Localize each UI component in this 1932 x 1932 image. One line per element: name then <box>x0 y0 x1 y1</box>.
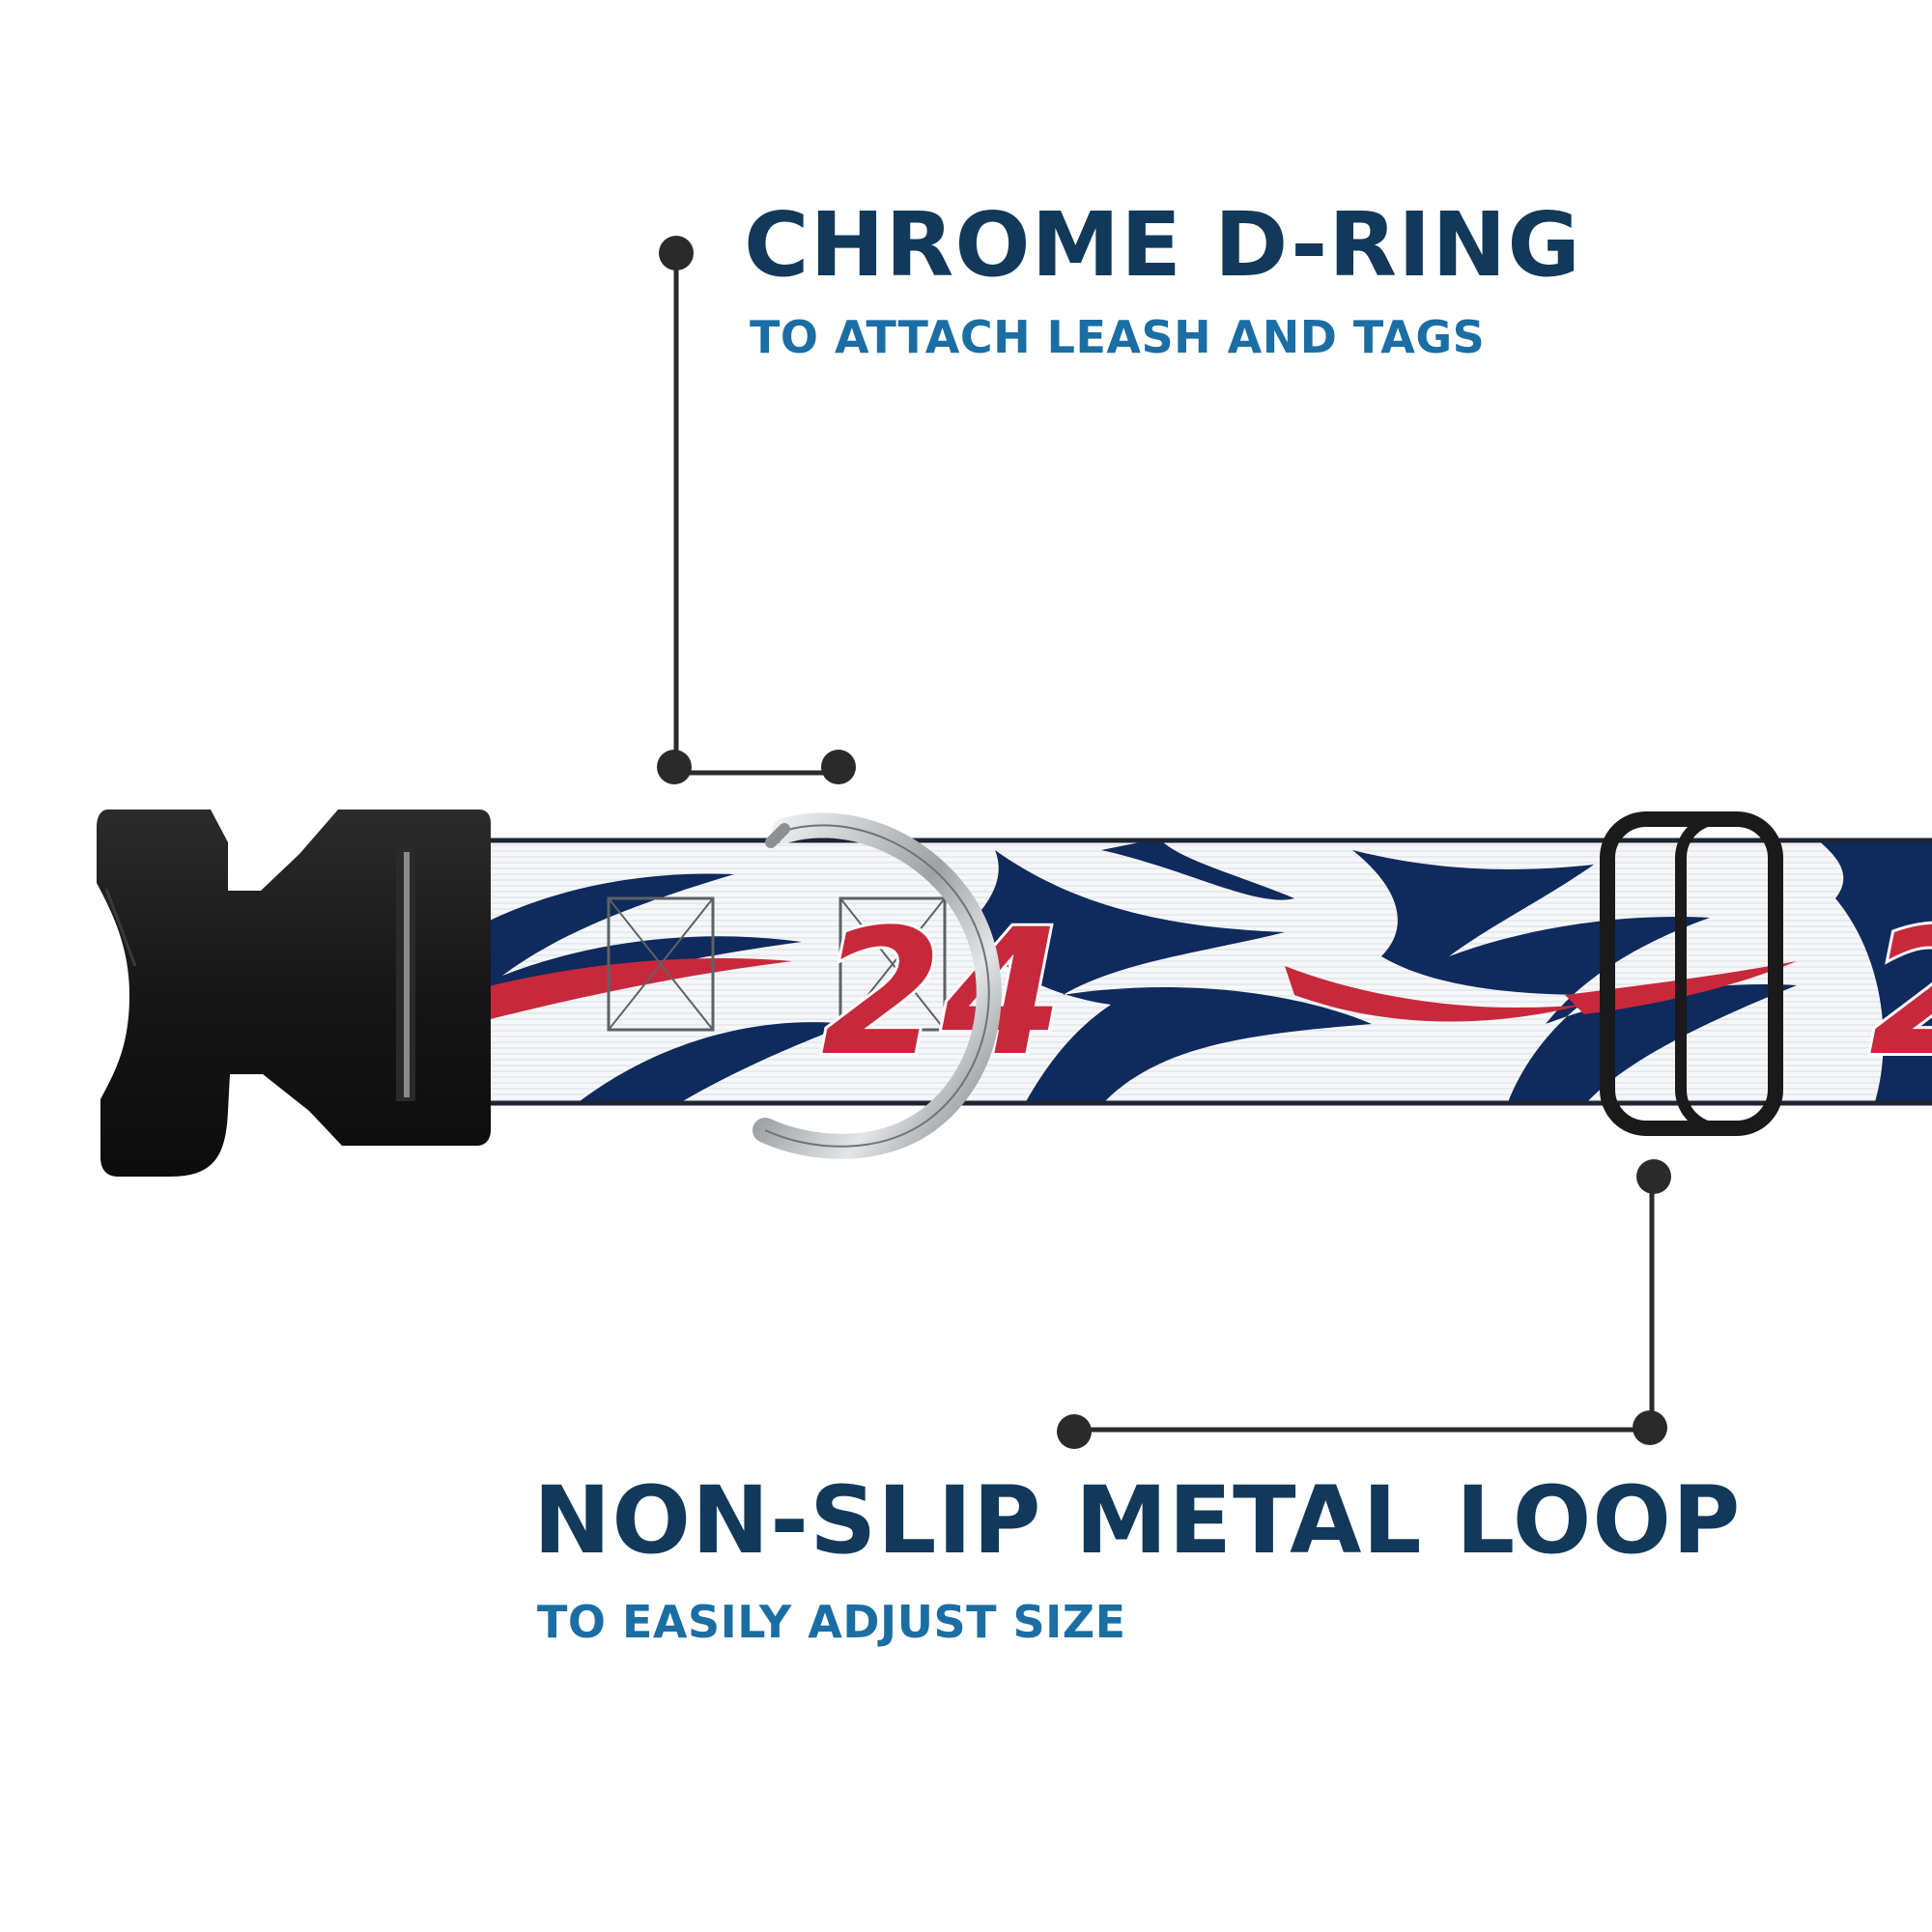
adjuster-loop <box>1600 811 1783 1136</box>
side-release-buckle <box>97 810 491 1177</box>
chrome-d-ring <box>753 812 1002 1159</box>
pointer-dot <box>1633 1410 1667 1445</box>
collar-strap: 24 24 <box>406 838 1932 1106</box>
pointer-dot <box>657 750 692 784</box>
pointer-dot <box>821 750 856 784</box>
flame-print: 24 24 <box>415 838 1932 1105</box>
pointer-dot <box>659 236 694 270</box>
d-ring-callout-subtitle: TO ATTACH LEASH AND TAGS <box>750 311 1486 363</box>
d-ring-callout-title: CHROME D-RING <box>744 193 1581 297</box>
loop-callout-title: NON-SLIP METAL LOOP <box>533 1466 1742 1575</box>
pointer-dot <box>1057 1414 1092 1449</box>
d-ring-pointer <box>657 236 856 784</box>
pointer-dot <box>1636 1159 1671 1194</box>
loop-pointer <box>1057 1159 1671 1449</box>
number-print: 24 <box>821 893 1064 1094</box>
loop-callout-subtitle: TO EASILY ADJUST SIZE <box>537 1596 1126 1648</box>
number-print-repeat: 24 <box>1869 893 1932 1094</box>
